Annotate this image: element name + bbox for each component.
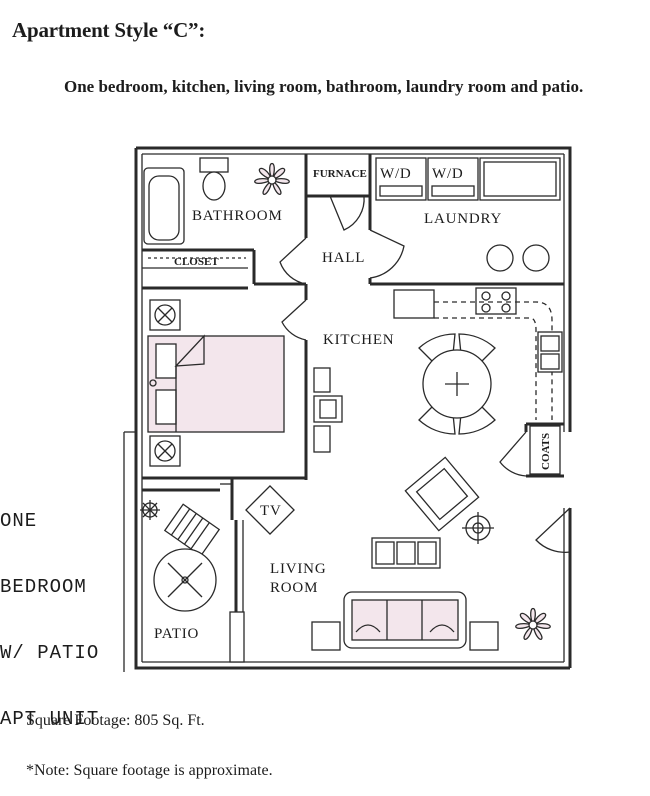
washer-dryer-label: W/D: [432, 166, 464, 182]
interior-walls: [142, 154, 564, 663]
dining-table: [418, 333, 496, 435]
sofa: [343, 591, 467, 649]
square-footage: Square Footage: 805 Sq. Ft.: [26, 712, 205, 729]
toilet-bowl: [202, 171, 226, 201]
patio-table: [153, 548, 217, 612]
coffee-table: [371, 537, 441, 569]
footage-note: *Note: Square footage is approximate.: [26, 762, 273, 779]
end-table: [311, 621, 341, 651]
doors: [220, 195, 571, 553]
exterior-walls: [123, 146, 572, 672]
laundry-counter: [479, 157, 561, 201]
side-table-icon: [462, 512, 494, 544]
living-room: TV LIVING ROOM: [245, 456, 551, 651]
end-table: [469, 621, 499, 651]
kitchen-label: KITCHEN: [323, 332, 394, 348]
laundry-label: LAUNDRY: [424, 211, 502, 227]
page-title: Apartment Style “C”:: [12, 18, 206, 42]
side-label-line: W/ PATIO: [0, 642, 100, 664]
tv-stand: [245, 485, 295, 535]
tv-label: TV: [260, 503, 282, 519]
living-room-label-line2: ROOM: [270, 580, 318, 596]
side-label-line: ONE: [0, 510, 38, 532]
bathroom-label: BATHROOM: [192, 208, 283, 224]
small-plant-icon: [140, 500, 160, 520]
plant-icon: [254, 162, 290, 195]
counter: [393, 289, 435, 319]
patio-label: PATIO: [154, 626, 199, 642]
pillow: [155, 389, 177, 425]
armchair: [404, 456, 480, 532]
washer-dryer: [375, 157, 427, 201]
kitchen: KITCHEN COATS: [313, 287, 563, 475]
floor-plan: BATHROOM CLOSET FURNACE W/D W/D LAUNDRY: [123, 146, 572, 672]
bedroom: [147, 299, 285, 467]
patio: PATIO: [140, 500, 221, 642]
toilet-tank: [199, 157, 229, 173]
lounge-chair: [163, 503, 221, 557]
washer-dryer-label: W/D: [380, 166, 412, 182]
bathtub: [143, 167, 185, 245]
side-label-line: BEDROOM: [0, 576, 87, 598]
pillow: [155, 343, 177, 379]
furnace-label: FURNACE: [313, 168, 367, 180]
bathroom-fixtures: BATHROOM: [143, 157, 290, 245]
utility: FURNACE W/D W/D LAUNDRY: [313, 157, 561, 272]
hall-label: HALL: [322, 250, 365, 266]
sink: [537, 331, 563, 373]
side-label-line: APT UNIT: [0, 708, 100, 730]
living-room-label-line1: LIVING: [270, 561, 326, 577]
unit-side-label: ONE BEDROOM W/ PATIO APT UNIT: [0, 466, 99, 752]
closet-label: CLOSET: [174, 256, 219, 268]
coats-label: COATS: [540, 433, 552, 470]
unit-description: One bedroom, kitchen, living room, bathr…: [64, 77, 584, 96]
washer-dryer: [427, 157, 479, 201]
plant-icon: [515, 607, 551, 640]
